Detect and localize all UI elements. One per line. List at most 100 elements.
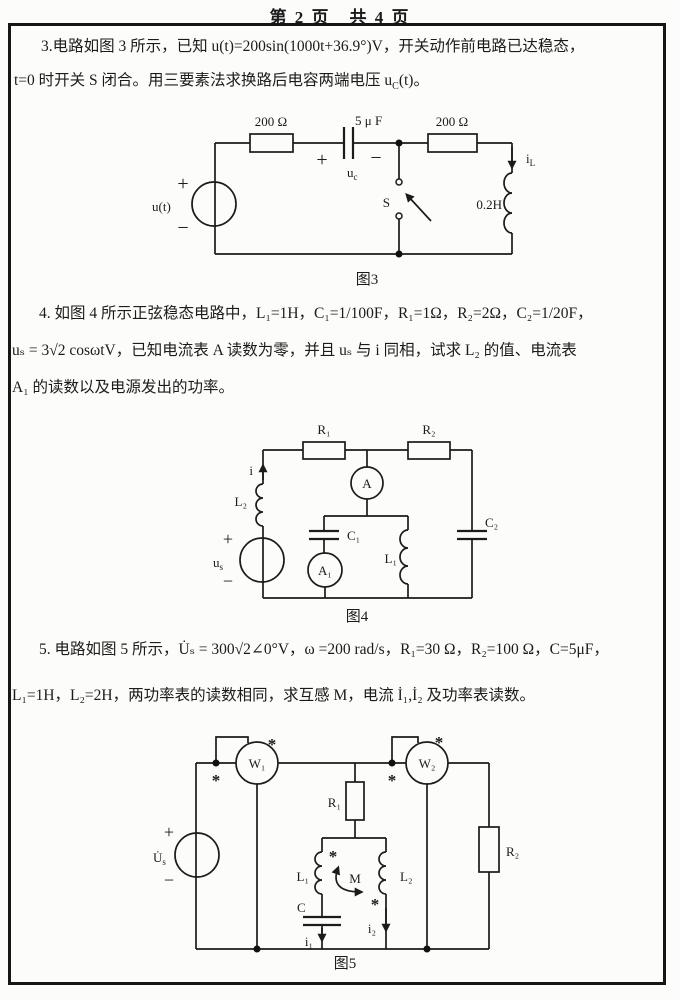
l2-label: L₂ <box>400 869 412 884</box>
w1-polarity-star: * <box>268 735 277 754</box>
us-label: us <box>213 555 224 572</box>
w1-voltage-coil-wire <box>215 736 249 763</box>
source-minus-sign: − <box>223 571 233 591</box>
circuit4-figure: R₁ R₂ A A₁ C₁ L₁ C₂ L₂ i + us − 图4 <box>213 422 498 625</box>
source-plus-sign: + <box>164 822 174 842</box>
problem3-line1: 3.电路如图 3 所示，已知 u(t)=200sin(1000t+36.9°)V… <box>41 38 585 55</box>
capacitor-minus-sign: − <box>370 147 381 169</box>
source-plus-sign: + <box>223 529 233 549</box>
circuit5-figure: * * * * * * W₁ W₂ R₁ R₂ L₁ L₂ M C i₁ i₂ … <box>153 733 519 972</box>
node-dot <box>423 945 431 953</box>
uc-label: uc <box>347 165 358 182</box>
l1-label: L₁ <box>385 551 397 566</box>
i1-label: i₁ <box>305 934 313 949</box>
voltage-source-circle <box>239 537 285 583</box>
switch-contact <box>395 212 403 220</box>
wire <box>214 143 512 255</box>
source-plus-sign: + <box>177 173 188 195</box>
ammeter-a1-label: A₁ <box>318 563 332 578</box>
switch-contact <box>395 178 403 186</box>
l2-polarity-star: * <box>371 895 380 914</box>
capacitor-plus-sign: + <box>316 149 327 171</box>
node-dot <box>395 139 403 147</box>
node-dot <box>395 250 403 258</box>
w1-node-polarity-star: * <box>212 771 221 790</box>
ammeter-a-label: A <box>362 476 372 491</box>
c2-label: C₂ <box>485 515 498 530</box>
problem3-line2: t=0 时开关 S 闭合。用三要素法求换路后电容两端电压 uC(t)。 <box>14 71 429 97</box>
node-dot <box>388 759 396 767</box>
r2-body <box>478 826 500 873</box>
wire <box>324 450 408 517</box>
r1-label: R₁ <box>328 795 341 810</box>
problem5-line2: L₁=1H，L₂=2H，两功率表的读数相同，求互感 M，电流 İ₁,İ₂ 及功率… <box>12 687 536 704</box>
problem3-line2-post: (t)。 <box>398 72 429 89</box>
circuit4-wires <box>262 449 473 599</box>
source-minus-sign: − <box>177 217 188 239</box>
problem3-line2-pre: t=0 时开关 S 闭合。用三要素法求换路后电容两端电压 u <box>14 72 393 89</box>
node-dot <box>253 945 261 953</box>
switch-blade-arrow <box>405 193 432 222</box>
i2-label: i₂ <box>368 921 376 936</box>
r2-label: R₂ <box>506 844 519 859</box>
c1-label: C₁ <box>347 528 360 543</box>
i-label: i <box>249 463 253 478</box>
l2-label: L₂ <box>235 494 247 509</box>
l1-label: L₁ <box>297 869 309 884</box>
r1-label: R₁ <box>317 422 330 437</box>
page-border <box>8 23 666 985</box>
figure5-caption: 图5 <box>334 955 357 972</box>
source-minus-sign: − <box>164 870 174 890</box>
wire <box>262 450 472 599</box>
w2-label: W₂ <box>419 756 436 771</box>
capacitor-plates <box>342 127 355 159</box>
l2-coil <box>378 851 387 895</box>
source-label: u(t) <box>152 199 171 214</box>
resistor-left-body <box>249 133 294 153</box>
wattmeter-w1-circle <box>235 741 279 785</box>
r2-body <box>407 441 451 460</box>
problem4-line1: 4. 如图 4 所示正弦稳态电路中，L₁=1H，C₁=1/100F，R₁=1Ω，… <box>39 305 593 322</box>
circuit5-wires <box>195 736 490 950</box>
voltage-source-circle <box>174 832 220 878</box>
r2-label: R₂ <box>422 422 435 437</box>
inductor-coil <box>503 172 513 234</box>
problem4-line2: uₛ = 3√2 cosωtV，已知电流表 A 读数为零，并且 uₛ 与 i 同… <box>12 342 577 359</box>
figure3-caption: 图3 <box>356 271 379 288</box>
m-label: M <box>349 871 361 886</box>
mutual-coupling-arrow <box>331 865 364 897</box>
wire <box>195 763 489 950</box>
problem5-line1: 5. 电路如图 5 所示，U̇ₛ = 300√2∠0°V，ω =200 rad/… <box>39 641 609 658</box>
c1-plates <box>309 529 339 541</box>
w2-voltage-coil-wire <box>391 736 419 763</box>
w2-polarity-star: * <box>435 733 444 752</box>
il-label: iL <box>526 151 535 168</box>
l1-coil <box>399 529 409 585</box>
node-dot <box>212 759 220 767</box>
l2-coil <box>255 483 264 527</box>
w1-label: W₁ <box>249 756 266 771</box>
wire <box>256 784 428 949</box>
w2-node-polarity-star: * <box>388 771 397 790</box>
l1-coil <box>314 851 323 895</box>
ammeter-a-circle <box>350 466 384 500</box>
l1-polarity-star: * <box>329 847 338 866</box>
c-plates <box>303 915 341 927</box>
circuit3-figure: 200 Ω 5 μ F + − uc 200 Ω iL 0.2H S + − u… <box>152 113 535 288</box>
resistor-right-label: 200 Ω <box>436 114 468 129</box>
circuit3-wires <box>214 142 513 255</box>
resistor-right-body <box>427 133 478 153</box>
c-label: C <box>297 900 306 915</box>
problem4-line3: A₁ 的读数以及电源发出的功率。 <box>12 379 234 396</box>
c2-plates <box>457 529 487 541</box>
wire <box>323 516 326 598</box>
figure4-caption: 图4 <box>346 608 369 625</box>
us-label: U̇s <box>153 850 166 867</box>
r1-body <box>345 781 365 821</box>
voltage-source-circle <box>191 181 237 227</box>
ammeter-a1-circle <box>307 552 343 588</box>
page-number-header: 第 2 页 共 4 页 <box>269 8 411 27</box>
switch-label: S <box>383 195 390 210</box>
capacitor-label: 5 μ F <box>355 113 382 128</box>
problem3-line2-sub: C <box>392 81 399 93</box>
